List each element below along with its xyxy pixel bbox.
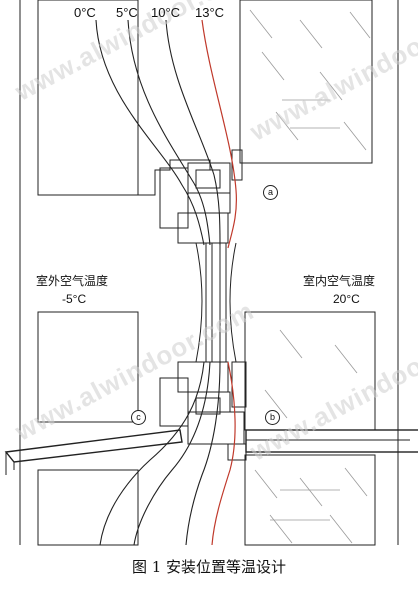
lower-wall-exterior-base	[37, 469, 139, 546]
isotherm-0-upper	[95, 19, 205, 246]
upper-wall-exterior	[37, 0, 139, 196]
marker-a: a	[263, 185, 278, 200]
isotherm-label-5: 5°C	[116, 5, 138, 20]
marker-b: b	[265, 410, 280, 425]
isotherm-label-13: 13°C	[195, 5, 225, 20]
outdoor-label: 室外空气温度	[36, 274, 109, 288]
figure-caption: 图 1 安装位置等温设计	[131, 558, 287, 576]
isotherm-13-lower	[211, 361, 236, 546]
lower-wall-interior	[244, 454, 376, 546]
isotherm-0-lower	[99, 361, 205, 546]
isotherm-10-upper	[165, 19, 221, 246]
isotherm-10-lower	[185, 361, 221, 546]
isotherm-13-upper	[201, 19, 237, 249]
outdoor-temp: -5°C	[62, 292, 87, 306]
isotherm-label-10: 10°C	[151, 5, 181, 20]
indoor-temp: 20°C	[333, 292, 360, 306]
isotherm-5-lower	[133, 361, 211, 546]
isotherm-label-0: 0°C	[74, 5, 96, 20]
lower-wall-exterior	[37, 311, 139, 423]
marker-c: c	[131, 410, 146, 425]
indoor-label: 室内空气温度	[303, 274, 376, 288]
isotherm-5-upper	[127, 19, 211, 246]
